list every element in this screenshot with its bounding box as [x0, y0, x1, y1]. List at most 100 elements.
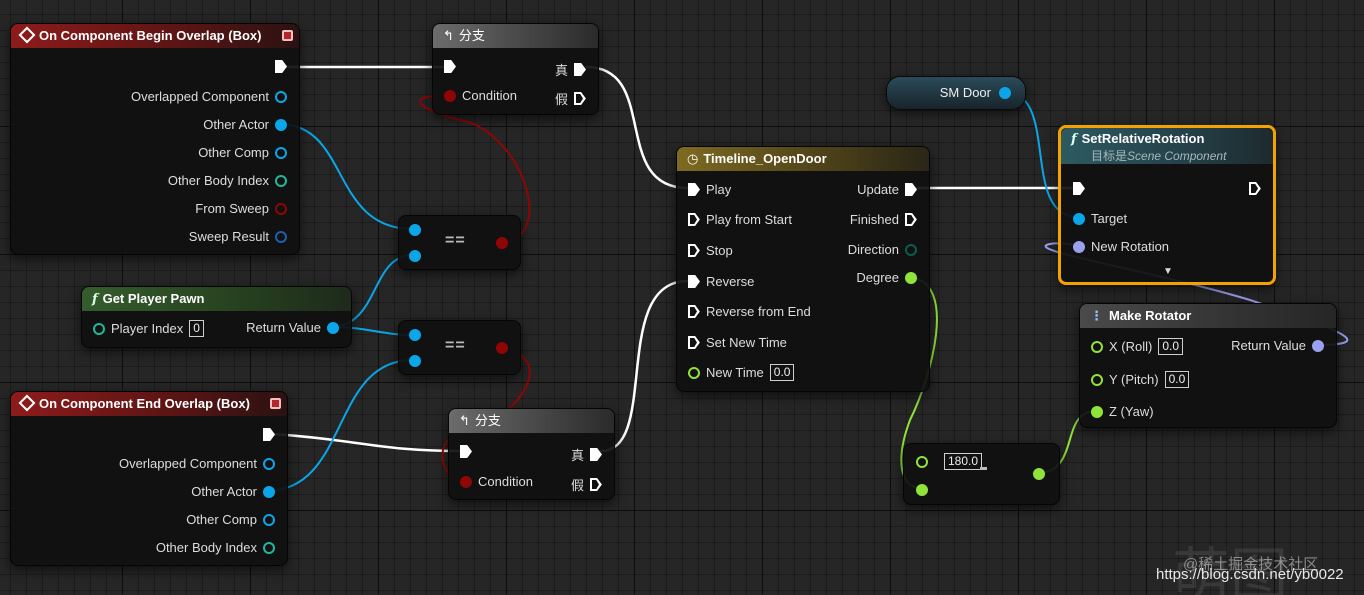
- equals-node-top[interactable]: ==: [398, 215, 521, 270]
- make-rotator-node[interactable]: ⋮Make Rotator X (Roll)0.0 Y (Pitch)0.0 Z…: [1079, 303, 1337, 428]
- int-pin-icon[interactable]: [263, 541, 275, 554]
- object-pin-icon[interactable]: [275, 90, 287, 103]
- exec-pin-icon[interactable]: [1073, 182, 1085, 195]
- float-pin-icon[interactable]: [1091, 405, 1103, 418]
- watermark-url: https://blog.csdn.net/yb0022: [1156, 566, 1344, 583]
- true-label: 真: [554, 63, 568, 78]
- begin-overlap-node[interactable]: On Component Begin Overlap (Box) Overlap…: [10, 23, 300, 255]
- object-pin-icon[interactable]: [263, 457, 275, 470]
- exec-pin-icon[interactable]: [688, 336, 700, 349]
- bool-pin-icon[interactable]: [275, 202, 287, 215]
- exec-pin-icon[interactable]: [905, 213, 917, 226]
- set-rotation-title: SetRelativeRotation: [1081, 131, 1205, 146]
- object-pin-icon[interactable]: [263, 485, 275, 498]
- int-pin-icon[interactable]: [275, 174, 287, 187]
- exec-pin-icon[interactable]: [905, 183, 917, 196]
- equals-node-bottom[interactable]: ==: [398, 320, 521, 375]
- function-icon: f: [1071, 132, 1077, 147]
- pin-label: Other Actor: [203, 117, 269, 132]
- exec-pin-icon[interactable]: [688, 244, 700, 257]
- event-close-icon: [282, 30, 293, 41]
- multiply-node[interactable]: 180.0: [903, 443, 1060, 505]
- set-rotation-exec-in[interactable]: [1073, 182, 1085, 195]
- pin-label: Sweep Result: [188, 229, 269, 244]
- exec-pin-icon[interactable]: [275, 60, 287, 73]
- float-pin-icon[interactable]: [1033, 468, 1045, 480]
- bool-pin-icon[interactable]: [496, 237, 508, 249]
- float-pin-icon[interactable]: [688, 366, 700, 379]
- exec-pin-icon[interactable]: [460, 445, 472, 458]
- player-index-input[interactable]: 0: [189, 320, 204, 337]
- object-pin-icon[interactable]: [409, 329, 421, 341]
- branch-header: ↰分支: [433, 24, 598, 48]
- bool-pin-icon[interactable]: [460, 475, 472, 488]
- object-pin-icon[interactable]: [263, 513, 275, 526]
- object-pin-icon[interactable]: [999, 87, 1011, 99]
- set-rotation-exec-out[interactable]: [1249, 182, 1261, 195]
- branch-node-top[interactable]: ↰分支 真 Condition 假: [432, 23, 599, 115]
- bool-pin-icon[interactable]: [496, 342, 508, 354]
- object-pin-icon[interactable]: [327, 321, 339, 334]
- true-label: 真: [570, 448, 584, 463]
- function-icon: f: [92, 292, 98, 307]
- new-time-input[interactable]: 0.0: [769, 364, 795, 381]
- exec-pin-icon[interactable]: [1249, 182, 1261, 195]
- exec-pin-icon[interactable]: [590, 478, 602, 491]
- exec-pin-icon[interactable]: [688, 183, 700, 196]
- target-label: Target: [1091, 211, 1128, 226]
- float-pin-icon[interactable]: [1091, 340, 1103, 353]
- float-pin-icon[interactable]: [1091, 373, 1103, 386]
- event-close-icon: [270, 398, 281, 409]
- multiply-value-input[interactable]: 180.0: [944, 453, 983, 470]
- end-overlap-node[interactable]: On Component End Overlap (Box) Overlappe…: [10, 391, 288, 566]
- set-rotation-new-rotation-pin: New Rotation: [1073, 239, 1169, 254]
- timeline-input-stop: Stop: [688, 243, 733, 258]
- enum-pin-icon[interactable]: [905, 243, 917, 256]
- struct-pin-icon[interactable]: [275, 230, 287, 243]
- exec-pin-icon[interactable]: [590, 448, 602, 461]
- object-pin-icon[interactable]: [275, 146, 287, 159]
- object-pin-icon[interactable]: [409, 224, 421, 236]
- object-pin-icon[interactable]: [409, 355, 421, 367]
- branch-exec-in[interactable]: [444, 60, 456, 73]
- object-pin-icon[interactable]: [409, 250, 421, 262]
- rotator-pin-icon[interactable]: [1073, 240, 1085, 253]
- float-pin-icon[interactable]: [905, 271, 917, 284]
- y-input[interactable]: 0.0: [1164, 371, 1190, 388]
- begin-overlap-header: On Component Begin Overlap (Box): [11, 24, 299, 48]
- bool-pin-icon[interactable]: [444, 89, 456, 102]
- condition-label: Condition: [462, 88, 517, 103]
- x-input[interactable]: 0.0: [1158, 338, 1184, 355]
- expand-arrow-icon[interactable]: ▼: [1163, 266, 1173, 277]
- timeline-output-direction: Direction: [848, 242, 917, 257]
- watermark-brand: @稀土掘金技术社区: [1183, 556, 1319, 573]
- branch-header: ↰分支: [449, 409, 614, 433]
- sm-door-variable[interactable]: SM Door: [886, 76, 1026, 110]
- pin-label: Stop: [706, 243, 733, 258]
- int-pin-icon[interactable]: [93, 322, 105, 335]
- pin-label: Direction: [847, 242, 899, 257]
- exec-pin-icon[interactable]: [574, 92, 586, 105]
- end-exec-out-pin[interactable]: [263, 428, 275, 441]
- object-pin-icon[interactable]: [1073, 212, 1085, 225]
- exec-pin-icon[interactable]: [688, 213, 700, 226]
- timeline-input-reverse: Reverse: [688, 274, 754, 289]
- begin-exec-out-pin[interactable]: [275, 60, 287, 73]
- exec-pin-icon[interactable]: [444, 60, 456, 73]
- object-pin-icon[interactable]: [275, 118, 287, 131]
- branch-exec-in[interactable]: [460, 445, 472, 458]
- branch-node-bottom[interactable]: ↰分支 真 Condition 假: [448, 408, 615, 500]
- exec-pin-icon[interactable]: [263, 428, 275, 441]
- float-pin-icon[interactable]: [916, 456, 928, 468]
- begin-pin-other-actor: Other Actor: [203, 117, 287, 132]
- rotator-pin-icon[interactable]: [1312, 339, 1324, 352]
- make-rotator-title: Make Rotator: [1109, 308, 1192, 323]
- exec-pin-icon[interactable]: [574, 63, 586, 76]
- wire-obj-otheractor2-to-eq2: [265, 359, 414, 492]
- float-pin-icon[interactable]: [916, 484, 928, 496]
- timeline-node[interactable]: ◷Timeline_OpenDoor Play Play from Start …: [676, 146, 930, 392]
- exec-pin-icon[interactable]: [688, 305, 700, 318]
- exec-pin-icon[interactable]: [688, 275, 700, 288]
